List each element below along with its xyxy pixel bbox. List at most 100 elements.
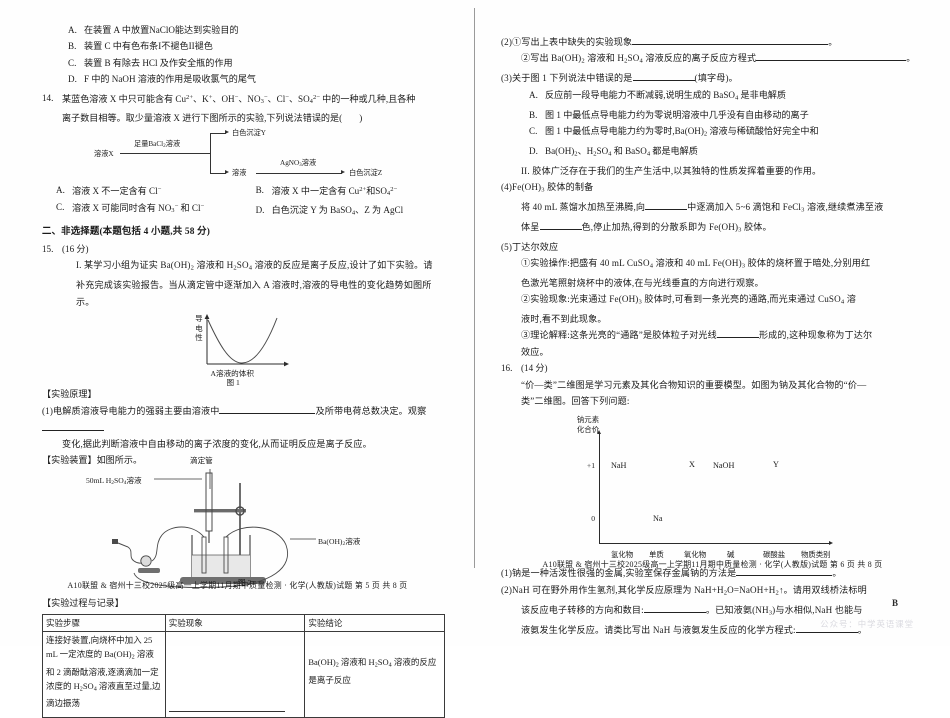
chart-xtick-carbonate: 碳酸盐 (763, 550, 786, 560)
q13-option-b: B. 装置 C 中有色布条I不褪色II褪色 (42, 38, 445, 54)
table-header-conclusion: 实验结论 (304, 614, 445, 633)
figure-1-xlabel: A溶液的体积 (210, 369, 254, 379)
q15-principle-line-2: 变化,据此判断溶液中自由移动的离子浓度的变化,从而证明反应是离子反应。 (62, 438, 372, 449)
experiment-apparatus-header: 【实验装置】如图所示。 (42, 455, 143, 466)
question-number: 15. (42, 244, 54, 255)
answer-blank[interactable] (632, 34, 829, 45)
table-cell-step: 连接好装置,向烧杯中加入 25 mL 一定浓度的 Ba(OH)2 溶液和 2 滴… (42, 631, 166, 718)
item-5-text-a: ③理论解释:这条光亮的“通路”是胶体粒子对光线 (521, 330, 717, 341)
item-1-end: 。 (832, 568, 842, 579)
q15-item-5-line-1: ①实验操作:把盛有 40 mL CuSO4 溶液和 40 mL Fe(OH)3 … (521, 257, 871, 270)
q15-principle-line-1: (1)电解质溶液导电能力的强弱主要由溶液中及所带电荷总数决定。观察 (42, 403, 445, 436)
q13-option-d: D. F 中的 NaOH 溶液的作用是吸收氯气的尾气 (42, 71, 445, 87)
page-footer-right: A10联盟 & 宿州十三校2025级高一上学期11月期中质量检测 · 化学(人教… (542, 560, 883, 569)
exam-page-left: A. 在装置 A 中放置NaClO能达到实验目的 B. 装置 C 中有色布条I不… (0, 0, 475, 718)
question-16-header: 16. (14 分) (501, 360, 922, 376)
q15-item-2-1: (2)①写出上表中缺失的实验现象。 (501, 34, 922, 50)
figure-2-base-label: Ba(OH)2溶液 (318, 537, 361, 548)
q13-option-c: C. 装置 B 有除去 HCl 及作安全瓶的作用 (42, 55, 445, 71)
q14-options-group: A. 溶液 X 不一定含有 Cl− C. 溶液 X 可能同时含有 NO3− 和 … (42, 182, 445, 222)
q13-option-a: A. 在装置 A 中放置NaClO能达到实验目的 (42, 22, 445, 38)
figure-1-caption: 图 1 (226, 378, 240, 388)
option-marker: D. (68, 74, 77, 85)
option-marker: D. (255, 205, 265, 216)
option-marker: C. (68, 57, 77, 68)
chart-point-naoh: NaOH (713, 461, 735, 471)
principle-text-a: (1)电解质溶液导电能力的强弱主要由溶液中 (42, 406, 220, 417)
q14-flow-diagram: 溶液X 足量BaCl2溶液 白色沉淀Y 溶液 AgNO3溶液 白色沉淀Z (42, 129, 445, 181)
q15-item-4-line-1: 将 40 mL 蒸馏水加热至沸腾,向中逐滴加入 5~6 滴饱和 FeCl3 溶液… (501, 199, 922, 219)
answer-blank[interactable] (716, 327, 759, 339)
q16-stem-line-2: 类”二维图。回答下列问题: (521, 396, 630, 407)
q16-item-1: (1)钠是一种活泼性很强的金属,实验室保存金属钠的方法是。 (501, 565, 922, 581)
q13-options-group: A. 在装置 A 中放置NaClO能达到实验目的 B. 装置 C 中有色布条I不… (42, 22, 445, 88)
item-2-1-text: (2)①写出上表中缺失的实验现象 (501, 37, 633, 47)
q15-item-5-title: (5)丁达尔效应 (501, 241, 559, 252)
option-text: F 中的 NaOH 溶液的作用是吸收氯气的尾气 (84, 74, 257, 85)
answer-blank[interactable] (795, 622, 858, 633)
table-row: 连接好装置,向烧杯中加入 25 mL 一定浓度的 Ba(OH)2 溶液和 2 滴… (42, 631, 445, 718)
answer-blank[interactable] (643, 602, 706, 613)
flow-arrowhead-end (341, 170, 345, 175)
flow-arrow-2 (256, 172, 342, 174)
option-text: 在装置 A 中放置NaClO能达到实验目的 (84, 25, 239, 35)
table-cell-phenomenon[interactable] (164, 631, 306, 718)
figure-2-wrapper: 滴定管 50mL H2SO4溶液 Ba(OH)2溶液 (42, 456, 445, 595)
answer-blank[interactable] (219, 403, 316, 415)
answer-blank[interactable] (756, 50, 907, 62)
q16-item-2-line-2: 该反应电子转移的方向和数目:。已知液氨(NH3)与水相似,NaH 也能与 (501, 602, 922, 622)
option-text: 溶液 X 可能同时含有 NO3− 和 Cl− (72, 202, 205, 214)
option-marker: D. (529, 145, 538, 156)
figure-1-conductivity-curve: 导电性 A溶液的体积 图 1 (181, 312, 307, 388)
experiment-record-header: 【实验过程与记录】 (42, 598, 124, 609)
table-header-row: 实验步骤 实验现象 实验结论 (42, 614, 445, 633)
exam-page-right: (2)①写出上表中缺失的实验现象。 ②写出 Ba(OH)2 溶液和 H2SO4 … (475, 0, 950, 646)
q15-item3-option-d: D. Ba(OH)2、H2SO4 和 BaSO4 都是电解质 (501, 143, 922, 163)
chart-y-axis-title: 钠元素化合价 (571, 415, 605, 434)
flow-reagent2-label: AgNO3溶液 (280, 158, 317, 168)
figure-2-burette-label: 滴定管 (190, 456, 213, 466)
chart-point-y: Y (773, 460, 779, 470)
item-3-text: (3)关于图 1 下列说法中错误的是 (501, 73, 633, 84)
q15-part-1-text: I. 某学习小组为证实 Ba(OH)2 溶液和 H2SO4 溶液的反应是离子反应… (76, 260, 433, 272)
q15-item-3: (3)关于图 1 下列说法中错误的是(填字母)。 (501, 70, 922, 86)
chart-x-axis-label: 物质类别 (801, 550, 831, 560)
answer-blank[interactable] (632, 70, 695, 82)
phenomenon-answer-blank[interactable] (168, 681, 286, 713)
table-header-step: 实验步骤 (42, 614, 166, 633)
answer-blank[interactable] (42, 420, 104, 431)
answer-blank[interactable] (736, 565, 833, 577)
figure-2-acid-label: 50mL H2SO4溶液 (86, 476, 142, 487)
option-text: 溶液 X 不一定含有 Cl− (72, 185, 162, 196)
option-marker: C. (529, 125, 538, 136)
question-stem: 某蓝色溶液 X 中只可能含有 Cu2+、K+、OH−、NO3−、Cl−、SO42… (62, 93, 416, 124)
chart-ytick-plus1: +1 (586, 461, 595, 471)
chart-point-na: Na (653, 514, 663, 524)
question-15-header: 15. (16 分) (42, 241, 445, 257)
q15-item3-option-b: B. 图 1 中最低点导电能力约为零说明溶液中几乎没有自由移动的离子 (501, 107, 922, 123)
flow-arrow-1 (120, 152, 210, 154)
q15-item-5-line-6: 效应。 (521, 346, 549, 357)
q14-option-d: D. 白色沉淀 Y 为 BaSO4、Z 为 AgCl (256, 202, 445, 222)
section-2-title: 二、非选择题(本题包括 4 小题,共 58 分) (42, 227, 211, 238)
q14-option-c: C. 溶液 X 可能同时含有 NO3− 和 Cl− (42, 199, 256, 220)
flow-branch-label: 溶液 (232, 168, 247, 177)
answer-blank[interactable] (539, 219, 582, 230)
page-mark-letter: B (891, 598, 898, 608)
item-2-2-end: 。 (906, 53, 916, 64)
flow-product-top-label: 白色沉淀Y (232, 128, 266, 137)
option-text: 溶液 X 中一定含有 Cu2+和SO42− (271, 185, 398, 197)
chart-point-x: X (689, 460, 695, 470)
option-marker: B. (68, 41, 77, 52)
option-text: 图 1 中最低点导电能力约为零时,Ba(OH)2 溶液与稀硫酸恰好完全中和 (545, 125, 819, 138)
chart-x-axis-arrow-icon (829, 540, 833, 545)
q15-item-4-title: (4)Fe(OH)3 胶体的制备 (501, 182, 594, 194)
figure-1-ylabel: 导电性 (195, 314, 203, 343)
q14-option-a: A. 溶液 X 不一定含有 Cl− (42, 182, 256, 199)
option-text: 装置 C 中有色布条I不褪色II褪色 (84, 41, 213, 52)
figure-1-svg (204, 314, 289, 367)
answer-blank[interactable] (645, 199, 688, 210)
figure-1-wrapper: 导电性 A溶液的体积 图 1 (42, 312, 445, 388)
flow-arrowhead-branch (225, 170, 229, 175)
chart-point-nah: NaH (611, 461, 627, 471)
